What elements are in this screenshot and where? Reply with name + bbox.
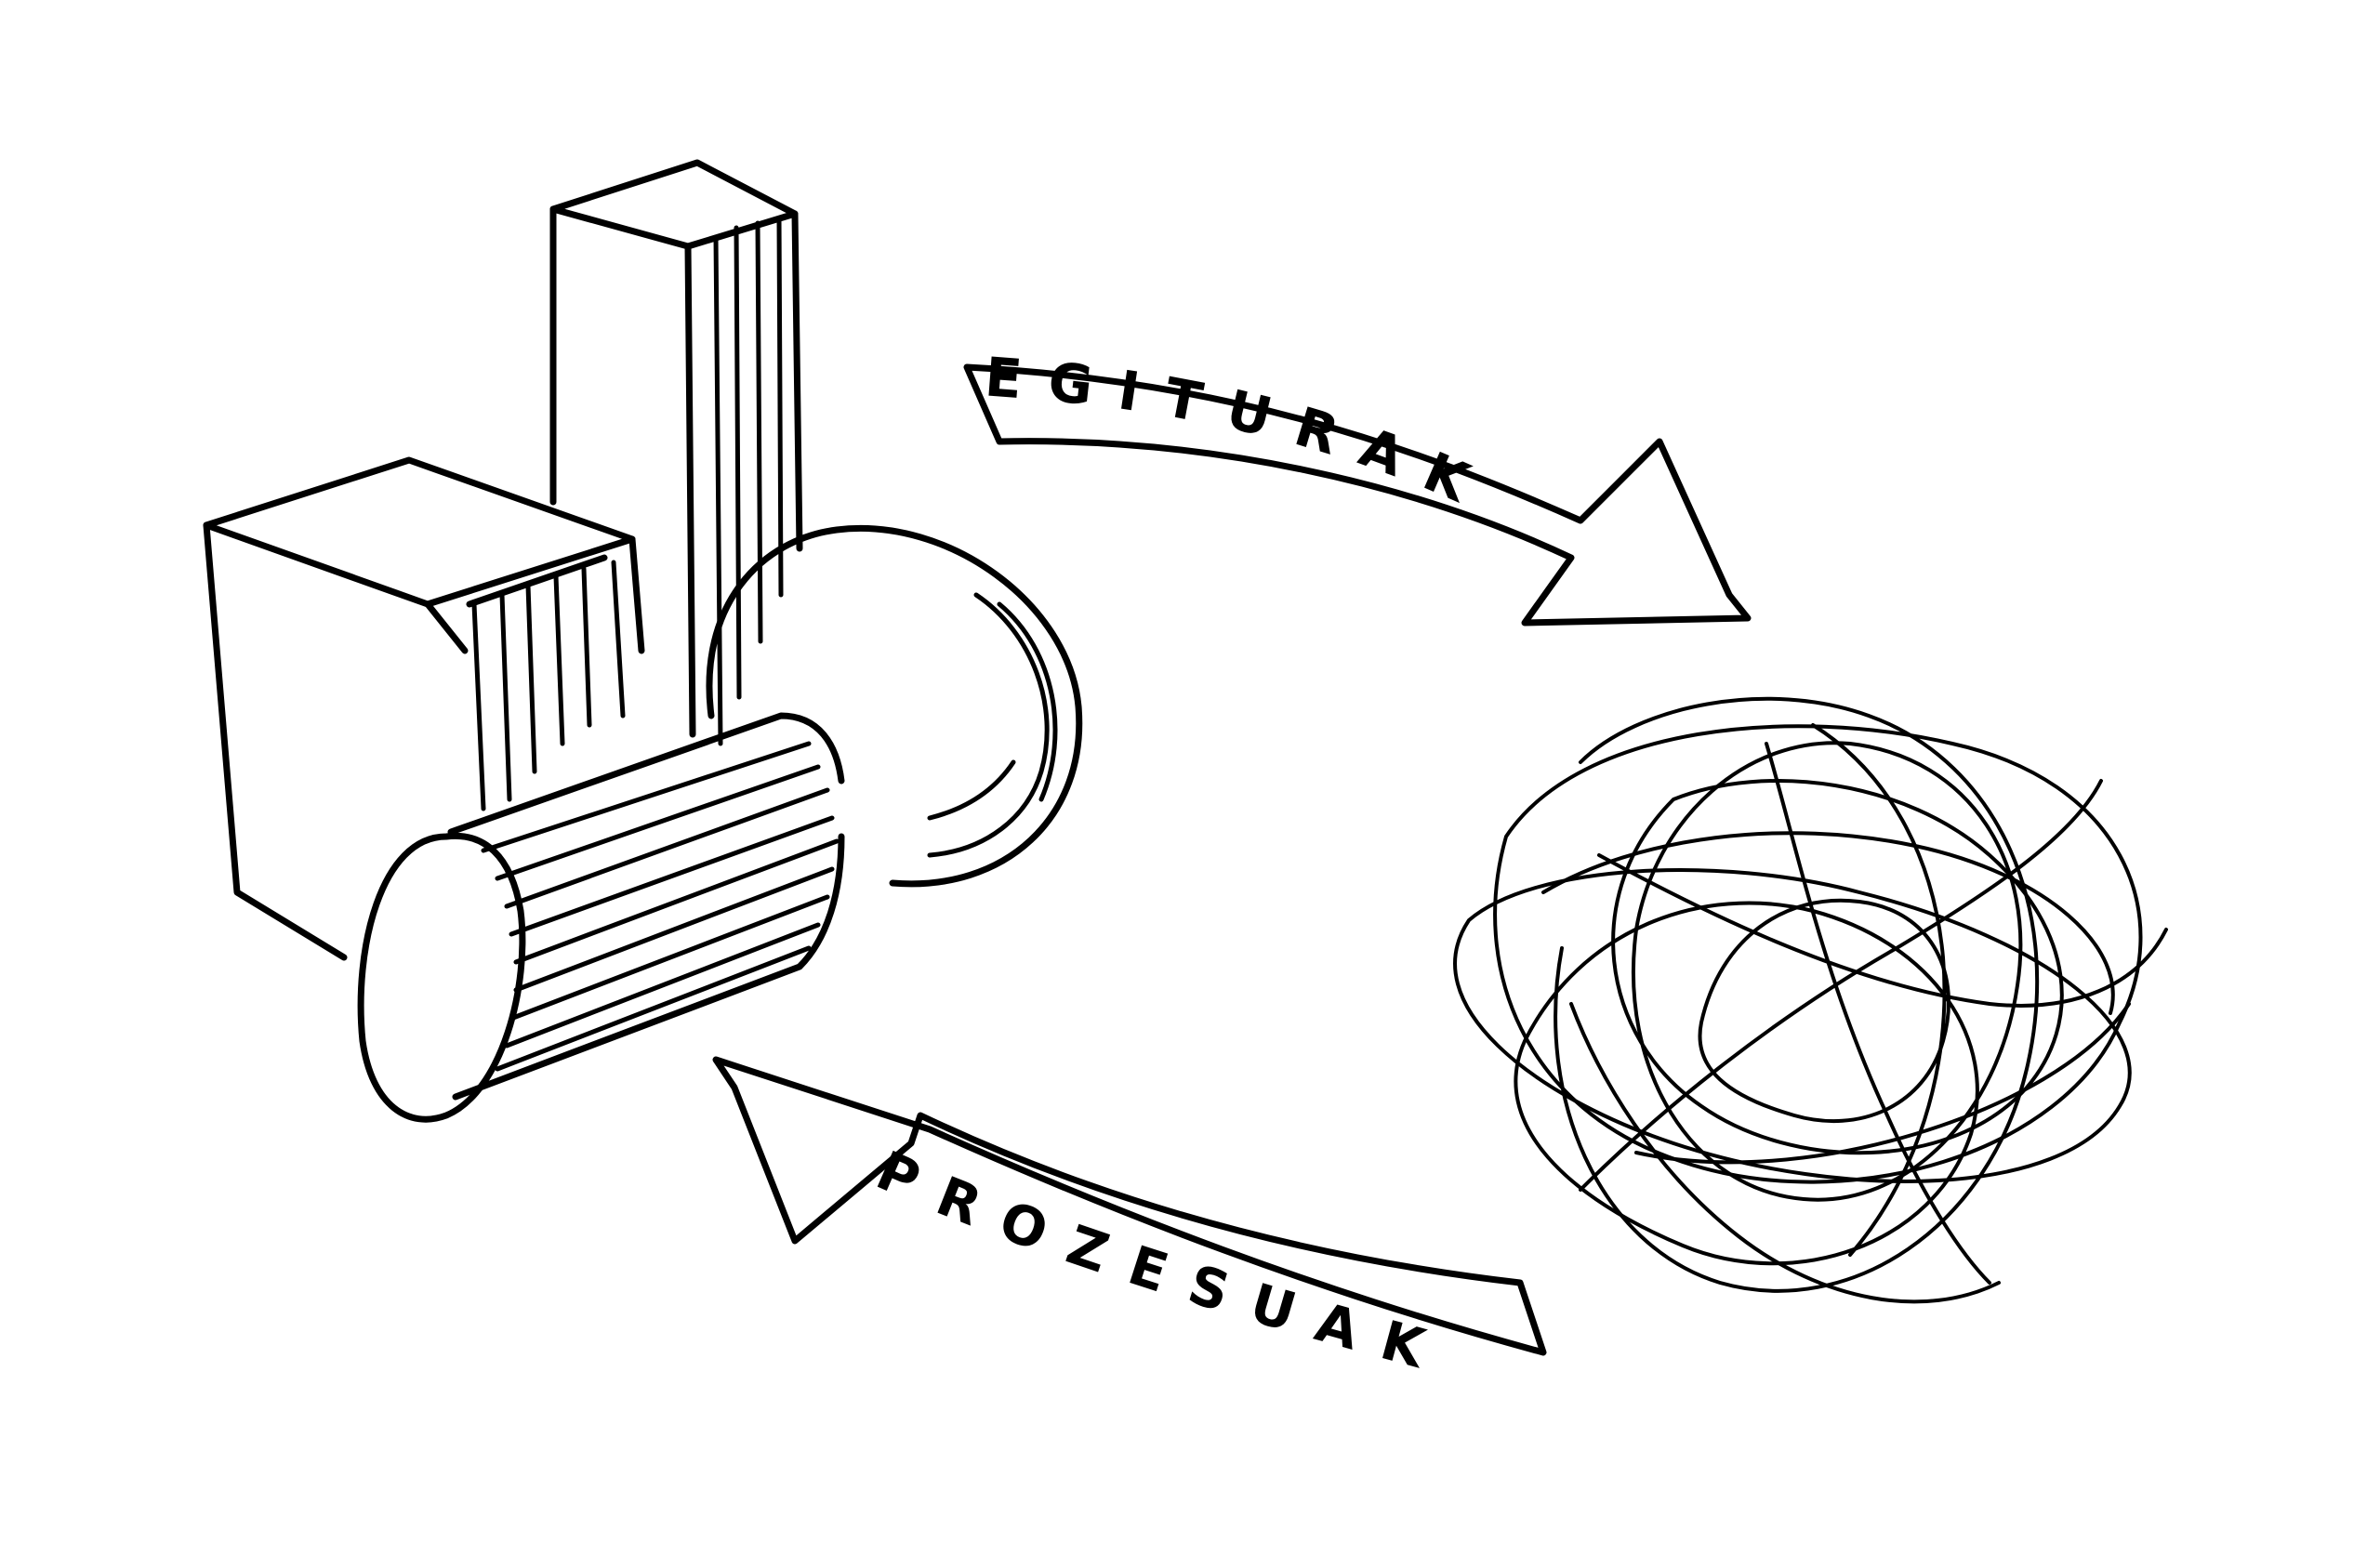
edge-arrow-egiturak: EGITURAK <box>963 345 1752 626</box>
tall-column-shape <box>549 159 803 746</box>
cylinder-shape <box>357 712 845 1123</box>
edge-arrow-prozesuak: PROZESUAK <box>712 1056 1547 1387</box>
solid-shapes-icon <box>203 159 1083 1123</box>
sphere-shape <box>706 525 1083 888</box>
tangled-scribble-icon <box>1453 696 2168 1304</box>
box-ridges <box>466 554 626 811</box>
box-shape <box>203 456 645 961</box>
